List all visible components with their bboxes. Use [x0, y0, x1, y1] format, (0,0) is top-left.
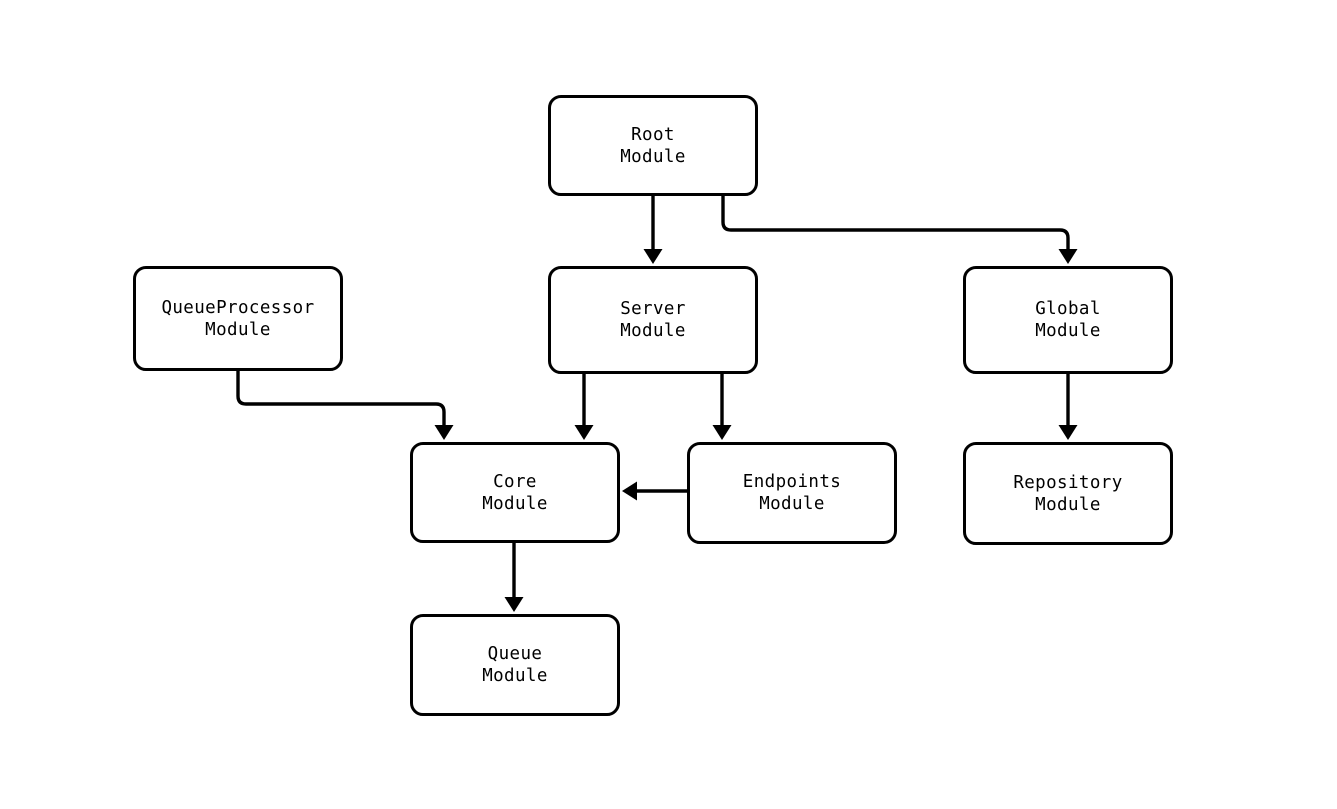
- node-server[interactable]: Server Module: [548, 266, 758, 374]
- arrowhead-server-to-endpoints: [712, 425, 732, 440]
- edge-queueprocessor-to-core: [236, 371, 446, 429]
- node-endpoints-label: Endpoints Module: [742, 472, 842, 514]
- arrowhead-endpoints-to-core: [622, 481, 637, 501]
- node-endpoints[interactable]: Endpoints Module: [687, 442, 897, 544]
- node-repository[interactable]: Repository Module: [963, 442, 1173, 545]
- arrowhead-queueprocessor-to-core: [434, 425, 454, 440]
- node-root-label: Root Module: [620, 124, 686, 167]
- arrowhead-server-to-core: [574, 425, 594, 440]
- edge-root-to-global: [721, 196, 1070, 253]
- node-queue[interactable]: Queue Module: [410, 614, 620, 716]
- node-queueprocessor-label: QueueProcessor Module: [161, 297, 315, 340]
- node-core[interactable]: Core Module: [410, 442, 620, 543]
- node-core-label: Core Module: [482, 471, 548, 514]
- arrowhead-root-to-server: [643, 249, 663, 264]
- node-queue-label: Queue Module: [482, 644, 548, 686]
- node-root[interactable]: Root Module: [548, 95, 758, 196]
- arrowhead-core-to-queue: [504, 597, 524, 612]
- node-repository-label: Repository Module: [1013, 472, 1123, 515]
- arrowhead-root-to-global: [1058, 249, 1078, 264]
- arrowhead-global-to-repository: [1058, 425, 1078, 440]
- node-server-label: Server Module: [620, 299, 686, 341]
- node-global[interactable]: Global Module: [963, 266, 1173, 374]
- node-global-label: Global Module: [1035, 299, 1101, 341]
- node-queueprocessor[interactable]: QueueProcessor Module: [133, 266, 343, 371]
